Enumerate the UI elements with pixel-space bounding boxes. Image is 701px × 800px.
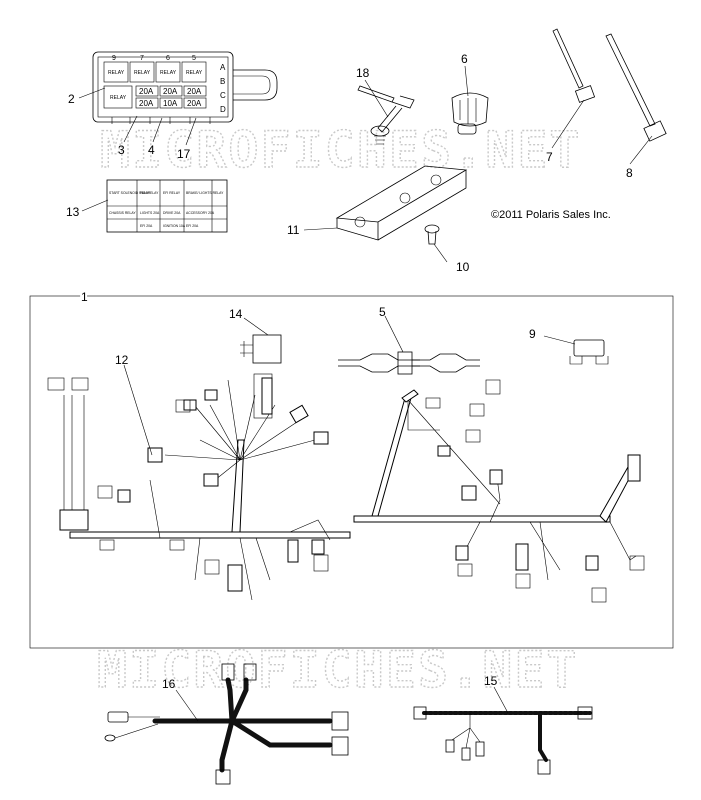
callout-12: 12 [115, 353, 129, 367]
relay-label-1: RELAY [108, 70, 125, 76]
push-rivet [424, 224, 440, 245]
callout-10: 10 [456, 260, 470, 274]
push-clip-cable-tie [357, 85, 415, 145]
callout-8: 8 [626, 166, 633, 180]
callout-18: 18 [356, 66, 370, 80]
fuse-box-letter-a: A [220, 63, 226, 72]
fuse-card-cell-10: EFI 20A [140, 224, 153, 228]
watermark-bottom: MICROFICHES.NET [97, 641, 579, 699]
fuse-rating-2: 20A [163, 87, 178, 96]
callout-4: 4 [148, 143, 155, 157]
cable-tie-8 [605, 33, 667, 142]
fuse-box-letter-b: B [220, 77, 225, 86]
callout-9: 9 [529, 327, 536, 341]
inline-fuse-holder [338, 351, 480, 375]
relay [240, 334, 282, 364]
fuse-box-number-9: 9 [112, 55, 116, 62]
sub-harness-16 [104, 663, 349, 785]
callout-11: 11 [287, 223, 300, 237]
callout-17: 17 [177, 147, 191, 161]
fuse-label-card: START SOLENOID RELAY FAN RELAY EFI RELAY… [106, 179, 228, 233]
fuse-box: RELAY RELAY RELAY RELAY 9 7 6 5 RELAY 20… [92, 51, 278, 124]
relay-bracket [335, 165, 468, 241]
fuse-card-cell-11: IGNITION 10A [163, 224, 186, 228]
callout-1: 1 [81, 290, 88, 304]
blade-fuse [569, 339, 609, 365]
cable-tie-7 [552, 28, 596, 103]
fuse-card-cell-3: EFI RELAY [163, 191, 181, 195]
main-harness [47, 373, 645, 603]
fuse-card-cell-12: EFI 20A [186, 224, 199, 228]
fuse-box-number-5: 5 [192, 55, 196, 62]
callout-16: 16 [162, 677, 176, 691]
relay-label-5: RELAY [110, 95, 127, 101]
fuse-box-letter-d: D [220, 105, 226, 114]
fuse-card-cell-2: FAN RELAY [140, 191, 159, 195]
fuse-rating-6: 20A [187, 99, 202, 108]
fuse-box-letter-c: C [220, 91, 226, 100]
relay-label-4: RELAY [186, 70, 203, 76]
fuse-card-cell-1: START SOLENOID RELAY [109, 191, 151, 195]
watermark-top: MICROFICHES.NET [100, 121, 582, 179]
fuse-card-cell-7: DRIVE 20A [163, 211, 181, 215]
fuse-card-cell-4: BRAKE/ LIGHTS RELAY [186, 191, 224, 195]
relay-label-2: RELAY [134, 70, 151, 76]
harness-frame [29, 295, 674, 649]
fuse-rating-5: 10A [163, 99, 178, 108]
copyright-notice: ©2011 Polaris Sales Inc. [491, 209, 611, 221]
fuse-box-number-6: 6 [166, 55, 170, 62]
fuse-rating-3: 20A [187, 87, 202, 96]
connector [451, 92, 489, 135]
fuse-rating-4: 20A [139, 99, 154, 108]
callout-13: 13 [66, 205, 80, 219]
fuse-rating-1: 20A [139, 87, 154, 96]
callout-7: 7 [546, 150, 553, 164]
sub-harness-15 [413, 706, 593, 775]
callout-14: 14 [229, 307, 243, 321]
callout-3: 3 [118, 143, 125, 157]
callout-6: 6 [461, 52, 468, 66]
fuse-card-cell-6: LIGHTS 20A [140, 211, 160, 215]
fuse-card-cell-5: CHASSIS RELAY [109, 211, 136, 215]
fuse-card-cell-8: ACCESSORY 20A [186, 211, 215, 215]
callout-15: 15 [484, 674, 498, 688]
callout-2: 2 [68, 92, 75, 106]
relay-label-3: RELAY [160, 70, 177, 76]
fuse-box-number-7: 7 [140, 55, 144, 62]
callout-5: 5 [379, 305, 386, 319]
